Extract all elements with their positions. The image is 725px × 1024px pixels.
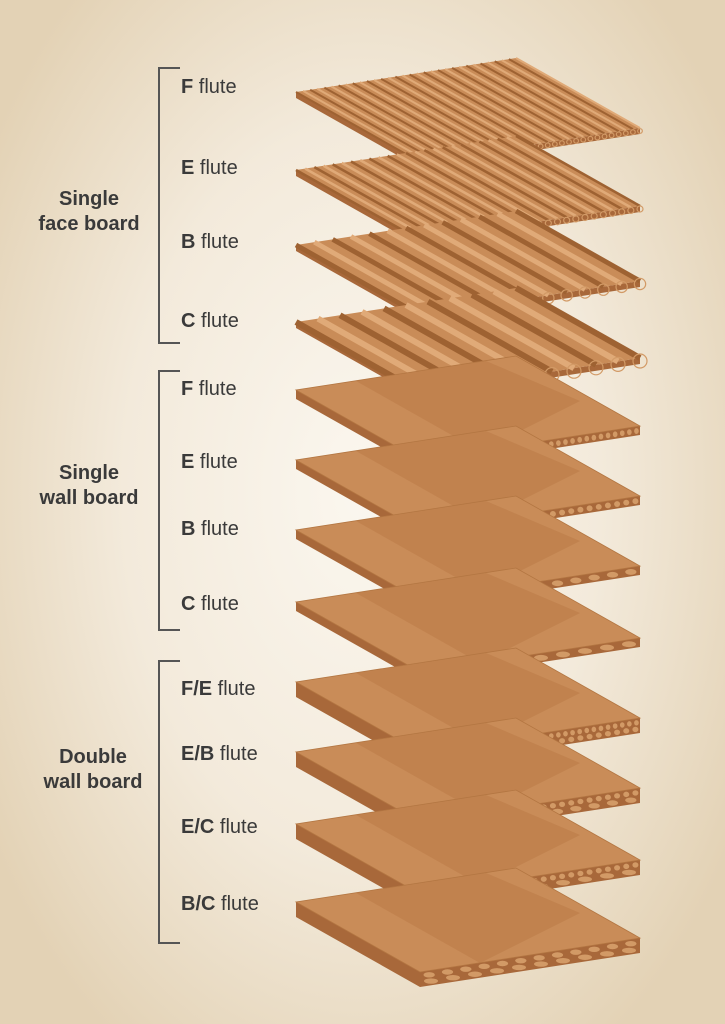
bracket-double-wall <box>158 660 180 944</box>
bracket-single-face <box>158 67 180 344</box>
board-label: E/C flute <box>181 816 258 838</box>
board-b-single-face <box>294 208 647 325</box>
group-label-single-wall: Single wall board <box>14 461 164 511</box>
board-label: E flute <box>181 157 238 179</box>
board-label: C flute <box>181 593 239 615</box>
board-label: B/C flute <box>181 893 259 915</box>
board-label: F flute <box>181 378 237 400</box>
board-e-single-wall <box>294 425 642 539</box>
board-label: B flute <box>181 231 239 253</box>
group-title-line2: face board <box>38 213 140 235</box>
board-label: C flute <box>181 310 239 332</box>
board-c-single-face <box>294 285 648 403</box>
board-f-single-face <box>295 57 643 168</box>
group-label-double-wall: Double wall board <box>18 745 168 795</box>
group-title-line2: wall board <box>43 771 143 793</box>
board-b-c-double-wall <box>294 867 642 987</box>
board-label: F/E flute <box>181 678 256 700</box>
board-label: F flute <box>181 76 237 98</box>
board-label: B flute <box>181 518 239 540</box>
group-title-line2: wall board <box>39 487 139 509</box>
group-label-single-face: Single face board <box>14 187 164 237</box>
bracket-single-wall <box>158 370 180 631</box>
board-label: E/B flute <box>181 743 258 765</box>
group-title-line1: Single <box>58 462 119 484</box>
board-label: E flute <box>181 451 238 473</box>
group-title-line1: Single <box>58 188 119 210</box>
group-title-line1: Double <box>59 746 127 768</box>
board-e-c-double-wall <box>294 789 642 909</box>
